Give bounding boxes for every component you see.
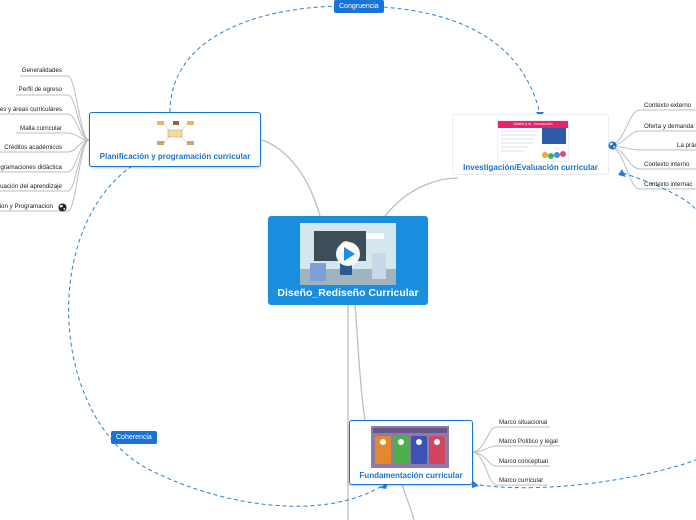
leaf-practica[interactable]: La prác [677, 142, 696, 149]
globe-icon[interactable] [58, 203, 67, 212]
leaf-areas-curriculares[interactable]: es y áreas curriculares [0, 106, 62, 113]
central-title: Diseño_Rediseño Curricular [277, 287, 419, 299]
central-topic[interactable]: Diseño_Rediseño Curricular [268, 216, 428, 305]
relation-right-line-2 [472, 459, 696, 489]
globe-icon[interactable] [608, 141, 617, 150]
topic-planificacion-label: Planificación y programación curricular [99, 152, 251, 161]
leaf-contexto-internacional[interactable]: Contexto internac [644, 181, 693, 188]
leaf-contexto-externo[interactable]: Contexto externo [644, 102, 692, 109]
topic-planificacion[interactable]: Planificación y programación curricular [89, 112, 261, 167]
leaf-marco-curricular[interactable]: Marco curricular [499, 477, 544, 484]
leaf-marco-situacional[interactable]: Marco situacional [499, 419, 548, 426]
relation-right-line-1 [622, 172, 696, 211]
investigacion-thumbnail-body [501, 128, 566, 159]
relation-congruencia-label[interactable]: Congruencia [334, 0, 384, 13]
leaf-marco-conceptual[interactable]: Marco conceptual [499, 458, 548, 465]
relation-congruencia-line [169, 5, 541, 115]
leaf-programaciones-didactica[interactable]: gramaciones didáctica [0, 164, 62, 171]
fundamentacion-thumbnail [371, 426, 449, 468]
leaf-malla-curricular[interactable]: Malla curricular [20, 125, 62, 132]
leaf-oferta-demanda[interactable]: Oferta y demanda [644, 123, 694, 130]
topic-fundamentacion-label: Fundamentación curricular [359, 471, 463, 480]
leaf-planificacion-programacion[interactable]: ion y Programacion [0, 203, 53, 210]
fundamentacion-branches [471, 426, 560, 486]
connector-fundamentacion-bottom [401, 483, 415, 520]
topic-fundamentacion[interactable]: Fundamentación curricular [349, 420, 473, 485]
topic-investigacion-label: Investigación/Evaluación curricular [463, 163, 598, 172]
leaf-marco-politico-legal[interactable]: Marco Político y legal [499, 438, 558, 445]
planificacion-branches [0, 75, 90, 212]
leaf-evaluacion-aprendizaje[interactable]: uación del aprendizaje [0, 183, 62, 190]
leaf-contexto-interno[interactable]: Contexto interno [644, 161, 690, 168]
investigacion-thumbnail: Diseño y re - formulación [497, 120, 569, 162]
central-video-thumbnail[interactable] [300, 223, 396, 285]
investigacion-branches [607, 109, 696, 190]
connector-central-investigacion [384, 177, 459, 217]
investigacion-thumbnail-header: Diseño y re - formulación [498, 121, 568, 128]
leaf-generalidades[interactable]: Generalidades [21, 67, 62, 74]
leaf-perfil-egreso[interactable]: Perfil de egreso [18, 86, 62, 93]
planificacion-thumbnail [155, 119, 197, 149]
leaf-creditos-academicos[interactable]: Créditos académicos [4, 144, 62, 151]
connector-central-planificacion [261, 139, 321, 217]
topic-investigacion[interactable]: Diseño y re - formulación Investigación/… [452, 114, 609, 175]
relation-coherencia-label[interactable]: Coherencia [111, 431, 157, 444]
play-icon[interactable] [300, 223, 396, 285]
connector-central-fundamentacion [354, 304, 366, 421]
